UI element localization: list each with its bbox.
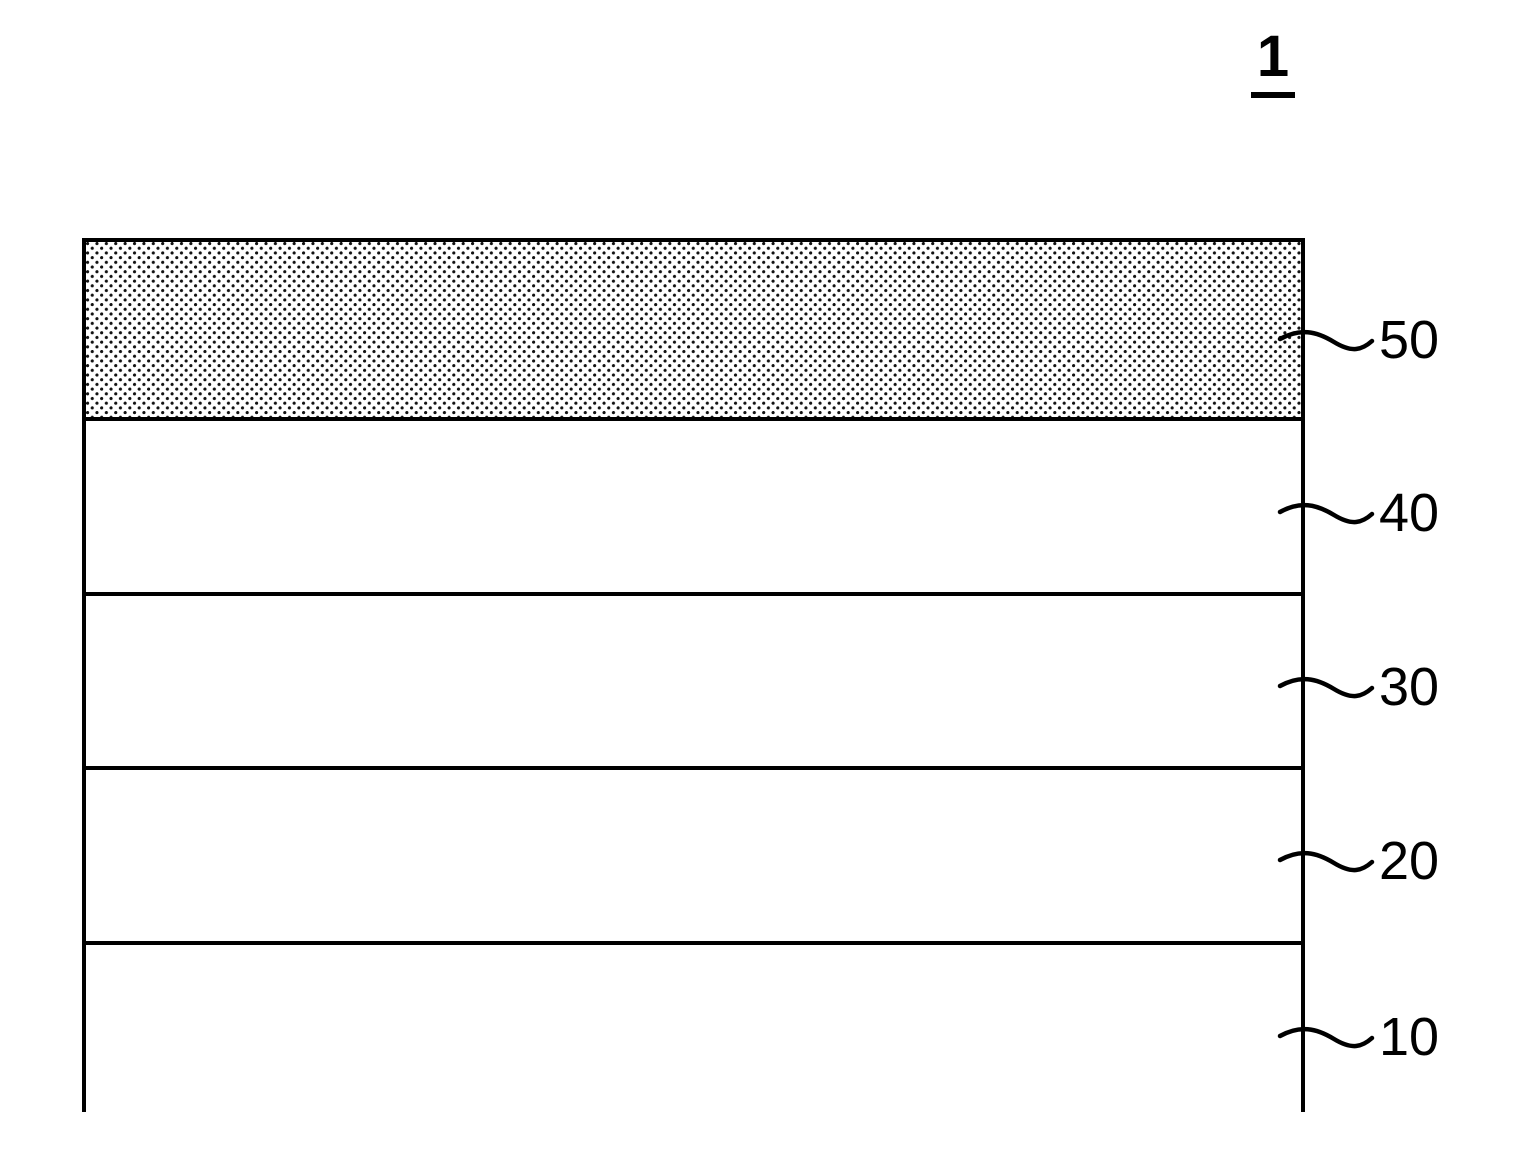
figure-number: 1 [1228,28,1318,98]
ref-label-20: 20 [1379,831,1440,891]
layer-stack-outline [82,238,1305,1112]
ref-label-40: 40 [1379,483,1440,543]
figure-number-value: 1 [1250,28,1296,98]
ref-label-30: 30 [1379,657,1440,717]
ref-label-10: 10 [1379,1007,1440,1067]
ref-label-50: 50 [1379,310,1440,370]
layer-20 [86,770,1301,945]
layer-40 [86,421,1301,596]
layer-30 [86,596,1301,770]
layer-10 [86,945,1301,1112]
layer-50 [86,242,1301,421]
